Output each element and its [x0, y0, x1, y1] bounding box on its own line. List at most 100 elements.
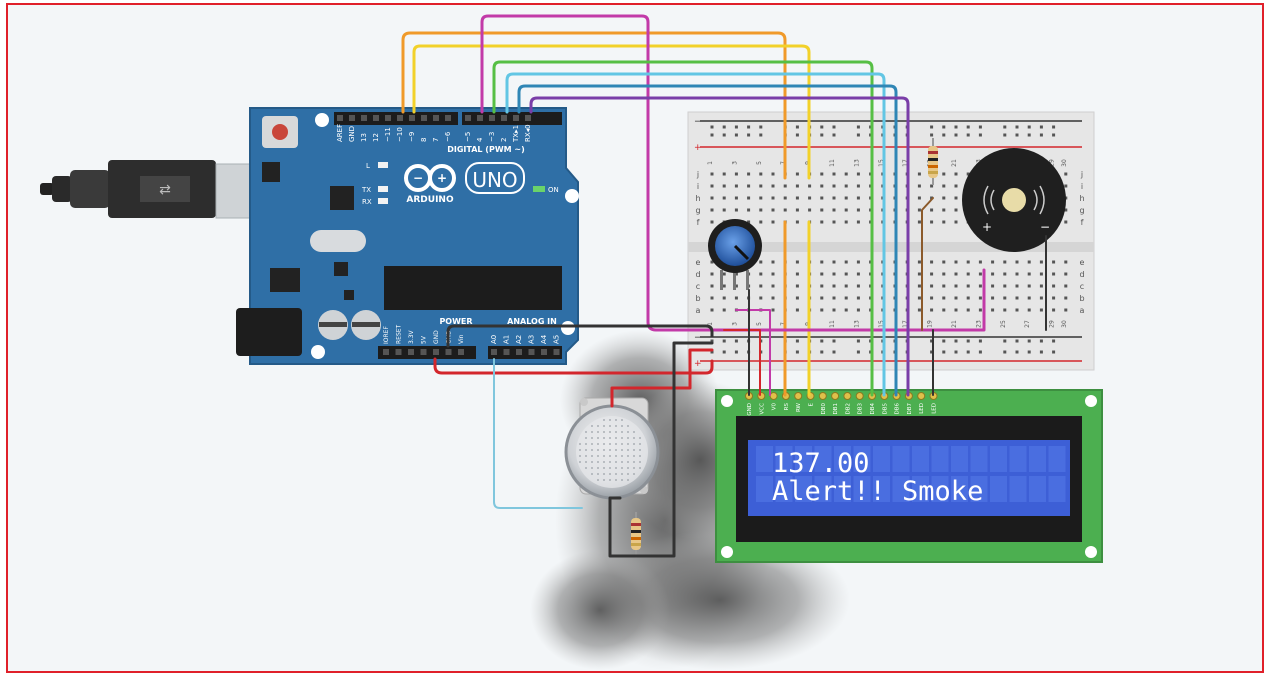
l-led-label: L [366, 162, 370, 170]
sensor-mesh-dot [603, 419, 605, 421]
terminal-hole [722, 284, 726, 288]
terminal-hole [734, 284, 738, 288]
rail-hole [1052, 133, 1056, 137]
power-label: POWER [439, 317, 472, 326]
rail-hole [734, 125, 738, 129]
rail-hole [722, 350, 726, 354]
lcd-line-1: 137.00 [772, 448, 870, 479]
sensor-mesh-dot [615, 455, 617, 457]
top-pin-label: 8 [420, 138, 428, 142]
row-letter: h [695, 194, 700, 203]
terminal-hole [710, 196, 714, 200]
sensor-mesh-dot [615, 479, 617, 481]
rail-hole [942, 350, 946, 354]
terminal-hole [1052, 296, 1056, 300]
analog-in-label: ANALOG IN [507, 317, 557, 326]
terminal-hole [820, 172, 824, 176]
wire-red-5v [433, 357, 714, 375]
terminal-hole [710, 260, 714, 264]
sensor-mesh-dot [621, 443, 623, 445]
sensor-mesh-dot [597, 449, 599, 451]
rail-hole [759, 125, 763, 129]
terminal-hole [771, 196, 775, 200]
header-pin-hole [513, 115, 519, 121]
sensor-mesh-dot [603, 473, 605, 475]
lcd-pin-label: DB0 [821, 403, 827, 415]
wire-brown-resistor [921, 197, 934, 331]
terminal-hole [820, 308, 824, 312]
lcd-pin [757, 392, 766, 400]
lcd-pin [831, 392, 840, 400]
lcd-char-cell [853, 476, 871, 502]
top-pin-label: ~6 [444, 131, 452, 142]
lcd-pin [843, 392, 852, 400]
terminal-hole [734, 208, 738, 212]
terminal-hole [1003, 272, 1007, 276]
lcd-char-cell [775, 476, 793, 502]
power-pin-label: Vin [458, 334, 465, 344]
sensor-mesh-dot [627, 449, 629, 451]
terminal-hole [710, 184, 714, 188]
lcd-pin-label: LED [932, 403, 938, 414]
sensor-mesh-dot [621, 473, 623, 475]
top-pin-label: ~10 [396, 127, 404, 142]
rail-hole [820, 133, 824, 137]
power-jack [236, 308, 302, 356]
terminal-hole [1064, 172, 1068, 176]
rail-hole [978, 133, 982, 137]
terminal-hole [844, 272, 848, 276]
header-pin-hole [477, 115, 483, 121]
terminal-hole [844, 284, 848, 288]
terminal-hole [954, 172, 958, 176]
sensor-mesh-dot [609, 431, 611, 433]
rail-hole [1027, 133, 1031, 137]
top-pin-label: 12 [372, 133, 380, 142]
rail-hole [747, 125, 751, 129]
potentiometer-icon[interactable] [708, 219, 762, 290]
rail-hole [942, 125, 946, 129]
sensor-mesh-dot [627, 425, 629, 427]
terminal-hole [942, 308, 946, 312]
terminal-hole [747, 196, 751, 200]
rail-hole [954, 339, 958, 343]
buzzer-minus-label: − [1040, 220, 1050, 234]
column-number: 19 [927, 320, 934, 328]
terminal-hole [1015, 272, 1019, 276]
terminal-hole [771, 260, 775, 264]
terminal-hole [759, 172, 763, 176]
lcd-char-cell [912, 446, 929, 472]
terminal-hole [954, 196, 958, 200]
rail-minus-top: − [694, 117, 702, 127]
rail-hole [954, 125, 958, 129]
rail-hole [795, 350, 799, 354]
terminal-hole [1052, 272, 1056, 276]
terminal-hole [844, 208, 848, 212]
sensor-mesh-dot [591, 473, 593, 475]
terminal-hole [832, 272, 836, 276]
reset-button-icon[interactable] [262, 116, 298, 148]
rail-hole [966, 339, 970, 343]
terminal-hole [1003, 296, 1007, 300]
terminal-hole [954, 296, 958, 300]
wire-cyan-a0 [493, 358, 583, 509]
sensor-mesh-dot [633, 461, 635, 463]
terminal-hole [942, 196, 946, 200]
rail-hole [856, 350, 860, 354]
rail-hole [1027, 125, 1031, 129]
sensor-mesh-dot [591, 425, 593, 427]
terminal-hole [783, 184, 787, 188]
terminal-hole [966, 172, 970, 176]
row-letter: j [1080, 170, 1083, 179]
sensor-mesh-dot [603, 455, 605, 457]
terminal-hole [759, 284, 763, 288]
top-pin-label: ~9 [408, 132, 416, 142]
header-pin-hole [421, 115, 427, 121]
terminal-hole [930, 272, 934, 276]
row-letter: e [696, 258, 701, 267]
sensor-mesh-dot [579, 461, 581, 463]
lcd-pin-label: VCC [759, 403, 765, 415]
column-number: 3 [731, 161, 738, 165]
wire-green [492, 60, 874, 397]
